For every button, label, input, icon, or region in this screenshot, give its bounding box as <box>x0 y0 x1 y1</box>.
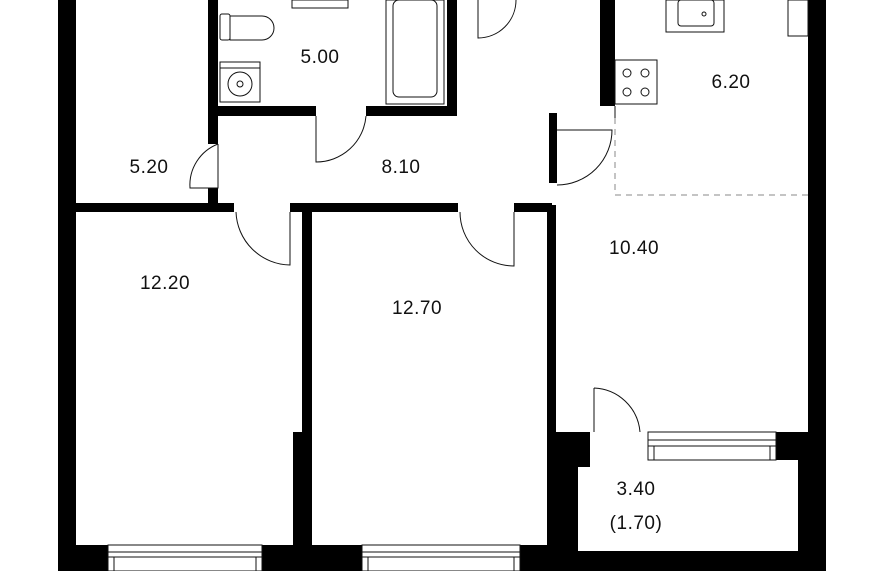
door-bathroom <box>315 115 367 163</box>
corridor-top-wall-right <box>514 203 552 212</box>
bedroom-1-stub <box>293 432 303 552</box>
bathroom-left-wall <box>208 0 218 120</box>
bedrooms-divider-wall <box>302 205 312 550</box>
fridge-icon <box>787 0 809 37</box>
door-bedroom-1 <box>235 211 291 266</box>
balcony-bottom-wall <box>578 551 798 571</box>
kitchen-partition <box>549 113 557 183</box>
door-wardrobe <box>189 143 219 189</box>
sink-bathroom-icon <box>291 0 349 9</box>
wardrobe-left-wall <box>208 116 218 144</box>
bottom-wall-mid <box>262 545 362 571</box>
windows <box>107 431 777 571</box>
window-bedroom-2 <box>361 544 521 571</box>
label-wardrobe-area: 5.20 <box>130 157 169 178</box>
fixtures <box>219 0 809 118</box>
label-hallway-area: 8.10 <box>382 157 421 178</box>
label-bedroom-2-area: 12.70 <box>392 298 442 319</box>
corridor-top-wall-mid <box>290 203 458 212</box>
bathtub-icon <box>385 0 445 105</box>
wardrobe-right-wall <box>208 188 218 206</box>
kitchen-left-wall <box>600 0 615 106</box>
label-balcony-area: 3.40 <box>617 479 656 500</box>
toilet-icon <box>219 13 275 41</box>
living-left-wall <box>547 205 556 545</box>
washing-machine-icon <box>219 61 261 103</box>
label-bedroom-1-area: 12.20 <box>140 273 190 294</box>
label-kitchen-area: 6.20 <box>712 72 751 93</box>
room-labels: 5.00 6.20 5.20 8.10 10.40 12.20 12.70 3.… <box>130 47 751 534</box>
door-balcony <box>593 387 641 433</box>
door-bedroom-2 <box>459 211 515 267</box>
doors <box>189 0 641 433</box>
bathroom-bottom-wall <box>208 106 316 116</box>
window-bedroom-1 <box>107 544 263 571</box>
stove-icon <box>614 59 658 105</box>
window-living <box>647 431 777 461</box>
bedroom-1-top-wall <box>68 203 234 212</box>
balcony-right-wall <box>798 432 826 571</box>
bathroom-right-wall <box>447 0 457 116</box>
label-bathroom-area: 5.00 <box>301 47 340 68</box>
label-balcony-reduced-area: (1.70) <box>610 513 663 534</box>
door-top <box>477 0 517 39</box>
bathroom-bottom-wall-right <box>366 106 457 116</box>
outer-left-wall <box>58 0 76 571</box>
walls <box>58 0 826 571</box>
bottom-wall-left <box>58 545 108 571</box>
balcony-left-wall <box>556 432 578 571</box>
kitchen-sink-icon <box>665 0 725 33</box>
kitchen-zone-boundary <box>614 118 808 196</box>
door-kitchen <box>556 129 613 186</box>
outer-right-wall <box>808 0 826 452</box>
label-living-area: 10.40 <box>609 238 659 259</box>
